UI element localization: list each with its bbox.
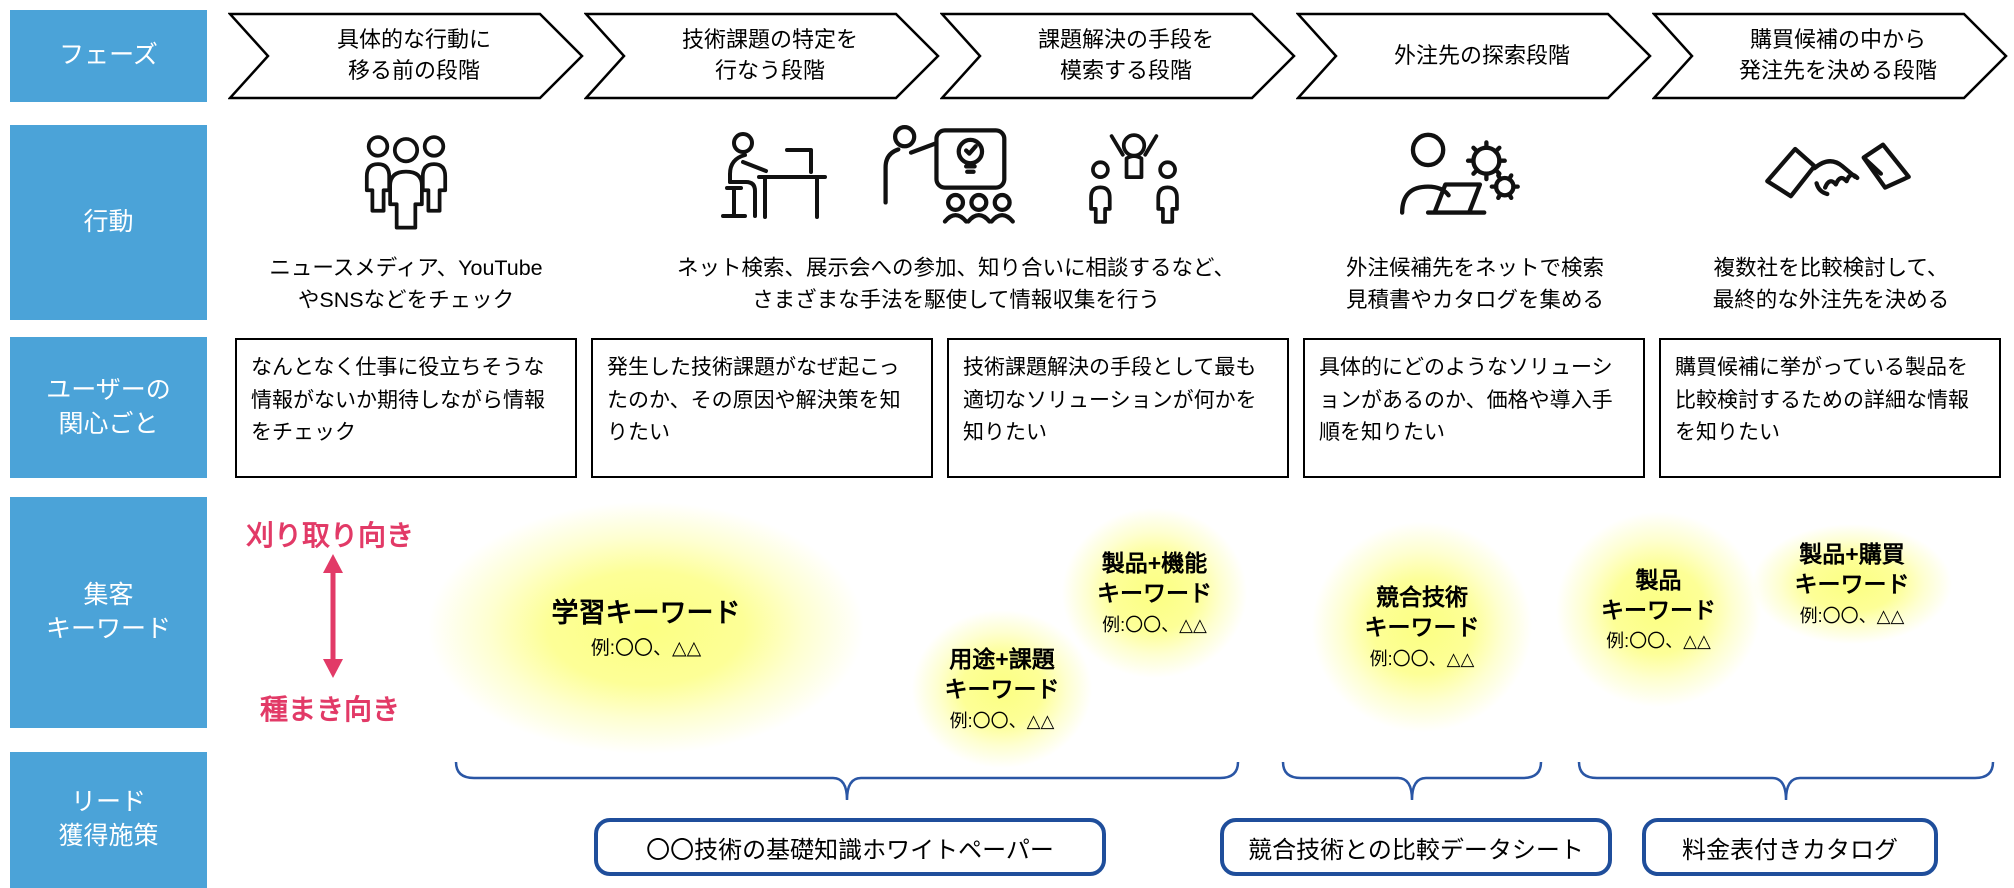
sidebar-row-leads: リード 獲得施策: [10, 752, 207, 888]
bubble-title: 製品 キーワード: [1601, 566, 1716, 623]
laptop-search-gear-icon: [1375, 124, 1533, 232]
bubble-example: 例:〇〇、△△: [1606, 631, 1711, 652]
chevron-shape-icon: [228, 12, 584, 100]
sidebar-row-phase: フェーズ: [10, 10, 207, 102]
bubble-example: 例:〇〇、△△: [590, 638, 702, 660]
lead-box-label: 〇〇技術の基礎知識ホワイトペーパー: [646, 836, 1054, 864]
action-text: ネット検索、展示会への参加、知り合いに相談するなど、 さまざまな手法を駆使して情…: [677, 256, 1235, 313]
harvest-sowing-arrow-icon: [320, 552, 346, 685]
sidebar-row-action: 行動: [10, 125, 207, 320]
interest-box: 技術課題解決の手段として最も適切なソリューションが何かを知りたい: [947, 338, 1289, 478]
bubble-title: 用途+課題 キーワード: [944, 646, 1060, 702]
phase-label: 技術課題の特定を 行なう段階: [681, 27, 858, 83]
action-text: ニュースメディア、YouTube やSNSなどをチェック: [269, 256, 543, 313]
lead-brace-icon: [454, 760, 1240, 811]
sidebar-row-label: フェーズ: [59, 41, 158, 70]
sidebar-row-label: 集客 キーワード: [45, 580, 171, 643]
action-text: 外注候補先をネットで検索 見積書やカタログを集める: [1345, 256, 1604, 313]
bubble-example: 例:〇〇、△△: [1102, 614, 1207, 635]
keyword-bubble-product-function: 製品+機能 キーワード 例:〇〇、△△: [1062, 508, 1247, 678]
phase-chevron-5: 購買候補の中から 発注先を決める段階: [1652, 12, 2008, 100]
phase-chevron-4: 外注先の探索段階: [1296, 12, 1652, 100]
lead-box-label: 競合技術との比較データシート: [1248, 836, 1584, 864]
interest-box: 発生した技術課題がなぜ起こったのか、その原因や解決策を知りたい: [591, 338, 933, 478]
phase-chevron-1: 具体的な行動に 移る前の段階: [228, 12, 584, 100]
harvest-label: 刈り取り向き: [245, 520, 414, 551]
people-group-icon: [350, 126, 462, 234]
keyword-bubble-competing-tech: 競合技術 キーワード 例:〇〇、△△: [1312, 522, 1532, 732]
interest-box: なんとなく仕事に役立ちそうな情報がないか期待しながら情報をチェック: [235, 338, 577, 478]
chevron-shape-icon: [1652, 12, 2008, 100]
sidebar-row-interest: ユーザーの 関心ごと: [10, 337, 207, 478]
sowing-label: 種まき向き: [259, 694, 400, 725]
bubble-example: 例:〇〇、△△: [1799, 605, 1905, 626]
sidebar-row-keywords: 集客 キーワード: [10, 497, 207, 728]
phase-label: 外注先の探索段階: [1393, 42, 1570, 68]
lead-brace-icon: [1577, 760, 1995, 811]
phase-chevron-3: 課題解決の手段を 模索する段階: [940, 12, 1296, 100]
interest-box: 具体的にどのようなソリューションがあるのか、価格や導入手順を知りたい: [1303, 338, 1645, 478]
phase-label: 課題解決の手段を 模索する段階: [1037, 27, 1214, 83]
interest-text: 発生した技術課題がなぜ起こったのか、その原因や解決策を知りたい: [607, 356, 901, 445]
interest-text: 技術課題解決の手段として最も適切なソリューションが何かを知りたい: [963, 356, 1257, 445]
phase-label: 購買候補の中から 発注先を決める段階: [1738, 27, 1937, 83]
action-text: 複数社を比較検討して、 最終的な外注先を決める: [1712, 256, 1950, 313]
handshake-icon: [1763, 136, 1913, 222]
chevron-shape-icon: [1296, 12, 1652, 100]
sidebar-row-label: リード 獲得施策: [58, 788, 159, 850]
bubble-title: 学習キーワード: [551, 597, 741, 628]
lead-box-label: 料金表付きカタログ: [1682, 836, 1898, 864]
keyword-bubble-product: 製品 キーワード 例:〇〇、△△: [1556, 512, 1761, 707]
bubble-title: 競合技術 キーワード: [1364, 584, 1480, 640]
bubble-example: 例:〇〇、△△: [949, 710, 1055, 731]
phase-chevron-2: 技術課題の特定を 行なう段階: [584, 12, 940, 100]
interest-text: 購買候補に挙がっている製品を比較検討するための詳細な情報を知りたい: [1675, 356, 1969, 445]
chevron-shape-icon: [584, 12, 940, 100]
bubble-title: 製品+機能 キーワード: [1097, 550, 1212, 606]
interest-box: 購買候補に挙がっている製品を比較検討するための詳細な情報を知りたい: [1659, 338, 2001, 478]
lead-box-datasheet: 競合技術との比較データシート: [1220, 818, 1612, 876]
lead-box-whitepaper: 〇〇技術の基礎知識ホワイトペーパー: [594, 818, 1106, 876]
sidebar-row-label: 行動: [83, 207, 134, 236]
presentation-icon: [863, 124, 1029, 230]
desk-research-icon: [703, 128, 835, 230]
sidebar-row-label: ユーザーの 関心ごと: [46, 375, 171, 438]
cheering-people-icon: [1078, 128, 1190, 230]
chevron-shape-icon: [940, 12, 1296, 100]
lead-brace-icon: [1281, 760, 1543, 811]
keyword-bubble-learning: 学習キーワード 例:〇〇、△△: [428, 502, 864, 754]
interest-text: 具体的にどのようなソリューションがあるのか、価格や導入手順を知りたい: [1319, 356, 1613, 445]
bubble-example: 例:〇〇、△△: [1369, 648, 1475, 669]
lead-box-catalog: 料金表付きカタログ: [1642, 818, 1938, 876]
keyword-bubble-product-purchase: 製品+購買 キーワード 例:〇〇、△△: [1752, 524, 1952, 644]
bubble-title: 製品+購買 キーワード: [1794, 541, 1910, 597]
interest-text: なんとなく仕事に役立ちそうな情報がないか期待しながら情報をチェック: [251, 356, 545, 445]
phase-label: 具体的な行動に 移る前の段階: [336, 27, 491, 83]
